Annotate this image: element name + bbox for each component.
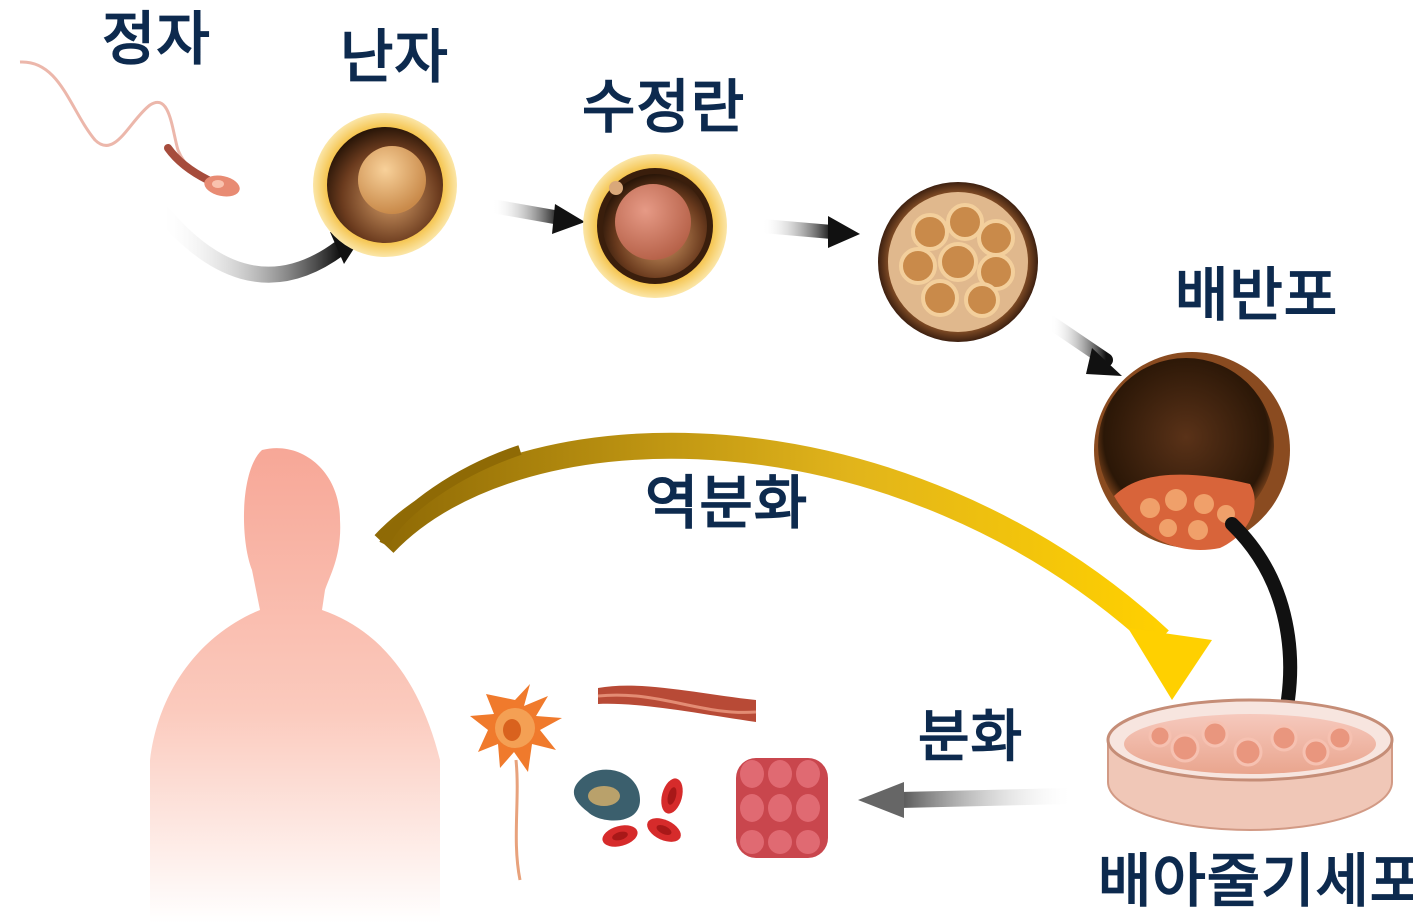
morula-icon [878, 182, 1038, 342]
label-differentiation: 분화 [918, 710, 1023, 766]
tissue-cluster-icon [736, 758, 828, 858]
egg-cell-icon [313, 113, 457, 257]
muscle-fiber-icon [598, 686, 756, 722]
arrow-zygote-to-morula [762, 216, 860, 248]
differentiation-arrow [858, 782, 1070, 818]
zygote-icon [583, 154, 727, 298]
arrow-egg-to-zygote [492, 204, 585, 234]
label-sperm: 정자 [102, 10, 211, 68]
petri-dish-icon [1108, 700, 1392, 830]
label-blastocyst: 배반포 [1175, 266, 1338, 324]
label-dedifferentiation: 역분화 [645, 474, 808, 532]
label-zygote: 수정란 [582, 78, 745, 136]
label-egg: 난자 [340, 28, 449, 86]
blastocyst-icon [1094, 352, 1290, 550]
fat-cell-icon [574, 770, 640, 821]
neuron-icon [470, 684, 562, 880]
arrow-morula-to-blastocyst [1050, 322, 1122, 376]
label-embryonic-stem-cell: 배아줄기세포 [1098, 852, 1413, 910]
sperm-icon [20, 62, 242, 200]
